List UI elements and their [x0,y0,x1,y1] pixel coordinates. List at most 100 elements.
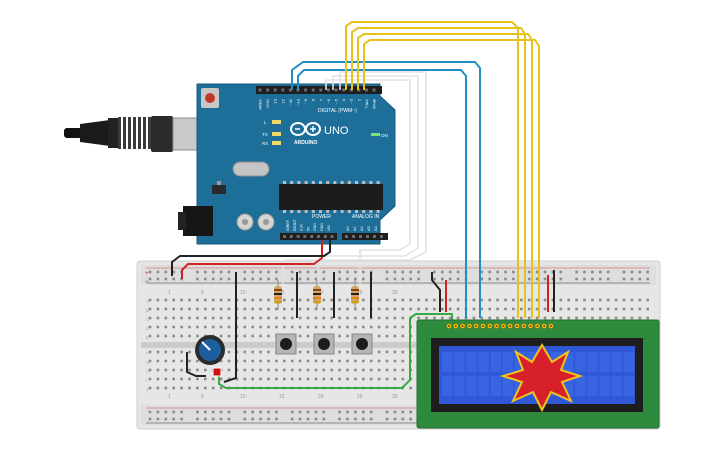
pushbutton-1[interactable] [275,333,297,355]
breadboard-hole [354,277,357,281]
breadboard-hole [283,368,286,372]
digital-header [256,86,382,94]
breadboard-hole [622,316,626,320]
analog-pin-label: A2 [360,226,364,231]
green-wire[interactable] [218,313,453,389]
breadboard-hole [148,368,152,372]
digital-pin-hole [372,88,376,92]
breadboard-hole [219,377,223,381]
breadboard-hole [188,386,191,390]
digital-pin-label: ~9 [303,98,308,103]
breadboard-hole [362,325,365,329]
potentiometer[interactable] [195,335,225,377]
dc-power-jack[interactable] [183,206,213,236]
row-letter: B [146,308,149,313]
breadboard-hole [219,386,223,390]
breadboard-hole [180,359,183,363]
breadboard-hole [243,270,247,274]
breadboard-hole [219,298,223,302]
breadboard-hole [362,298,365,302]
breadboard-hole [219,359,223,363]
breadboard-hole [377,359,381,363]
wires [171,21,555,389]
breadboard-hole [362,410,365,414]
breadboard-hole [330,316,333,320]
blue-wires[interactable] [291,61,481,318]
breadboard-hole [204,386,207,390]
breadboard-hole [298,277,302,281]
breadboard-hole [211,386,215,390]
breadboard-hole [156,298,160,302]
breadboard-hole [551,316,555,320]
breadboard-hole [575,316,578,320]
col-num: 15 [279,394,285,400]
breadboard-hole [575,298,578,302]
breadboard-hole [362,417,365,421]
yellow-wires[interactable] [345,21,540,318]
breadboard-hole [480,270,484,274]
breadboard-hole [472,307,476,311]
analog-pin-hole [366,235,369,238]
breadboard-hole [251,316,254,320]
breadboard-hole [188,350,191,354]
breadboard-hole [314,377,318,381]
breadboard-hole [567,298,570,302]
breadboard-hole [535,298,539,302]
breadboard-hole [148,270,152,274]
breadboard-hole [433,298,436,302]
resistor-3[interactable] [351,280,359,310]
breadboard-hole [409,386,412,390]
breadboard-hole [377,316,381,320]
power-pin-hole [289,235,293,238]
breadboard-hole [180,368,183,372]
breadboard-hole [638,270,642,274]
breadboard-hole [646,298,649,302]
pushbutton-3[interactable] [351,333,373,355]
breadboard-hole [346,270,349,274]
breadboard-hole [377,334,381,338]
breadboard-hole [306,368,310,372]
breadboard-hole [156,270,160,274]
breadboard-hole [646,307,649,311]
pushbutton-2[interactable] [313,333,335,355]
chip-pin [311,210,315,213]
breadboard-hole [377,307,381,311]
breadboard-hole [196,334,199,338]
breadboard-hole [156,368,160,372]
breadboard-hole [180,410,183,414]
col-num: 5 [201,290,204,296]
lcd-pin-center [516,325,518,327]
voltage-regulator [212,185,226,194]
resistor-1[interactable] [274,280,282,310]
breadboard-hole [251,410,254,414]
breadboard-hole [196,277,199,281]
white-wires[interactable] [282,71,427,288]
col-num: 10 [240,290,246,296]
black-wires[interactable] [171,240,555,383]
power-pin-hole [330,235,334,238]
breadboard-hole [243,316,247,320]
breadboard-hole [401,350,405,354]
breadboard-hole [306,350,310,354]
lcd-cell [454,352,465,372]
breadboard-hole [180,307,183,311]
breadboard-hole [330,368,333,372]
resistor-2[interactable] [313,280,321,310]
reset-button[interactable] [205,93,215,103]
breadboard-hole [606,270,610,274]
breadboard-hole [164,417,168,421]
breadboard-hole [512,270,515,274]
breadboard-hole [362,359,365,363]
col-num: 10 [240,394,246,400]
breadboard-hole [338,270,341,274]
lcd-module[interactable] [416,319,660,429]
breadboard-hole [172,417,175,421]
breadboard-hole [456,298,460,302]
breadboard-hole [180,316,183,320]
breadboard-hole [306,277,310,281]
breadboard-hole [401,377,405,381]
usb-cable[interactable] [64,116,204,152]
breadboard-hole [425,316,428,320]
power-pin-label: GND [320,223,324,231]
